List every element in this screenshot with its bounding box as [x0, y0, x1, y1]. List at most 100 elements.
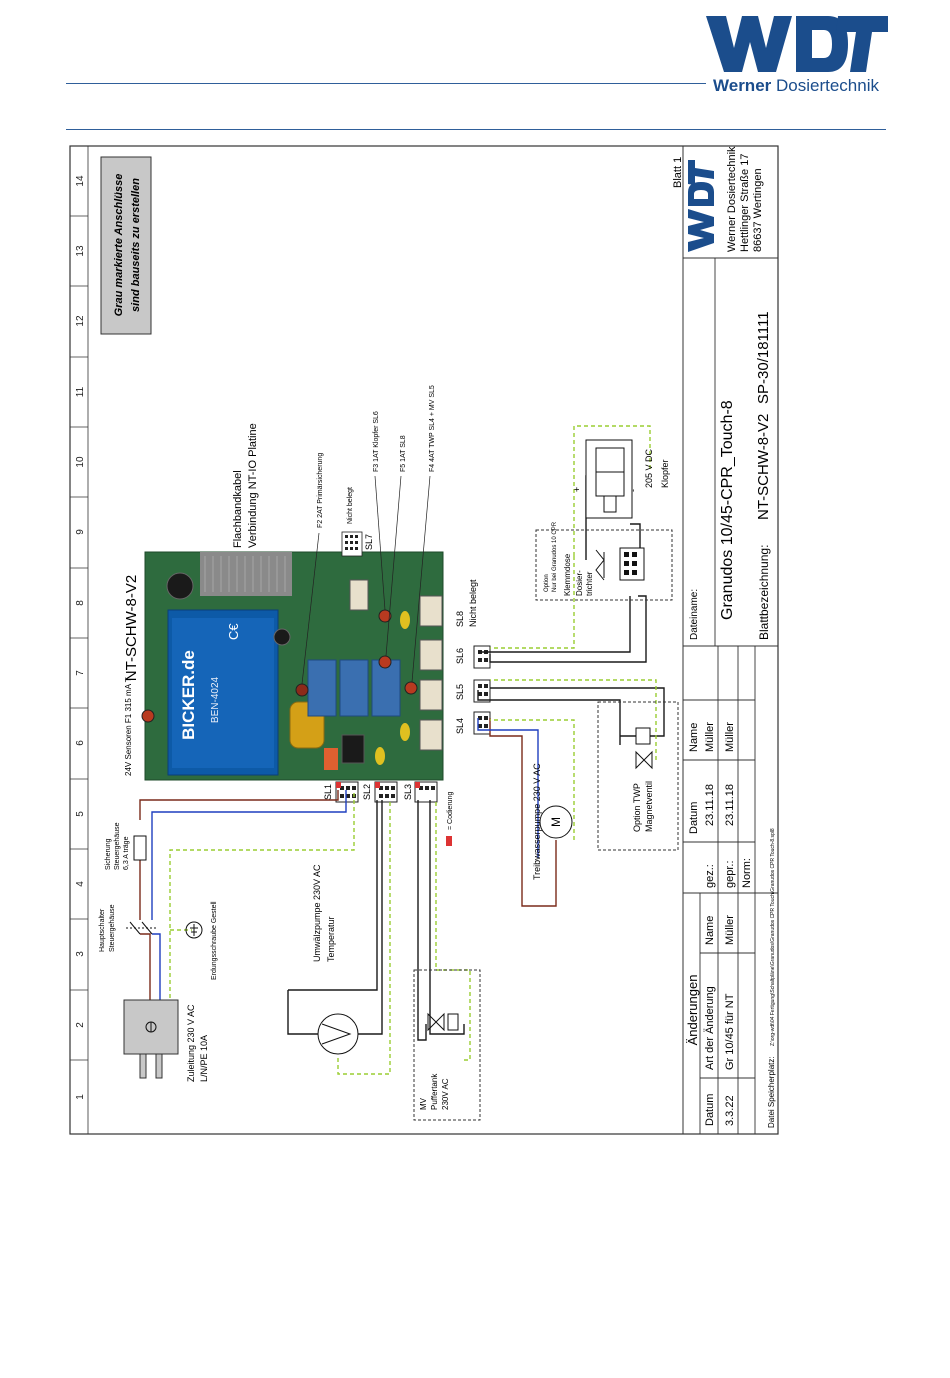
- relay: [371, 659, 401, 717]
- motor-symbol: M: [549, 817, 563, 827]
- change-kind: Gr 10/45 für NT: [724, 993, 736, 1070]
- storage-label: Datei Speicherplatz:: [767, 1056, 776, 1128]
- wdt-logo: [706, 14, 888, 96]
- changes-col-date: Datum: [704, 1094, 716, 1126]
- fuse-f1: [141, 709, 155, 723]
- header-sl7: [349, 579, 369, 611]
- mv-label-1: MV: [419, 1097, 428, 1110]
- grid-label: 14: [75, 175, 86, 187]
- header-rule-bottom: [66, 129, 886, 130]
- sl2-label: SL2: [362, 784, 372, 800]
- grid-label: 3: [75, 951, 86, 957]
- ribbon-label-2: Verbindung NT-IO Platine: [247, 423, 259, 548]
- coding-label: = Codierung: [447, 792, 454, 830]
- grid-label: 7: [75, 670, 86, 676]
- sl1-label: SL1: [323, 784, 333, 800]
- terminal-box-label: Klemmdose: [563, 553, 572, 596]
- drawn-date: 23.11.18: [704, 784, 716, 826]
- twp-label-1: Option TWP: [632, 783, 642, 832]
- supply-plug: [123, 999, 179, 1079]
- minus-sign: -: [628, 489, 638, 492]
- coding-swatch: [446, 836, 452, 846]
- fuse-f2: [295, 683, 309, 697]
- relay: [307, 659, 337, 717]
- capacitor: [166, 572, 194, 600]
- option-label-1: Option: [544, 574, 550, 592]
- supply-label-1: Zuleitung 230 V AC: [186, 1004, 196, 1082]
- approval-col-date: Datum: [688, 802, 700, 834]
- change-date: 3.3.22: [724, 1095, 736, 1126]
- brand-name: Werner Dosiertechnik: [713, 76, 879, 95]
- capacitor: [375, 747, 385, 765]
- connector-sl7: SL7 Nicht belegt: [341, 487, 374, 557]
- grid-dividers: [70, 215, 88, 1061]
- capacitor: [400, 723, 410, 741]
- header-sl3: [324, 748, 338, 770]
- storage-path: Z:\org-wdt\04 Fertigung\Schaltpläne\Gran…: [770, 828, 776, 1046]
- funnel-symbol: [595, 549, 605, 581]
- sl3-label: SL3: [403, 784, 413, 800]
- grid-label: 12: [75, 315, 86, 327]
- terminal-box-symbol: [619, 547, 645, 581]
- grid-label: 2: [75, 1022, 86, 1028]
- checked-date: 23.11.18: [724, 784, 736, 826]
- plus-sign: +: [572, 487, 582, 492]
- twp-option-box: [597, 701, 679, 851]
- grid-label: 4: [75, 881, 86, 887]
- funnel-label-2: trichter: [585, 571, 594, 596]
- checked-label: gepr.:: [724, 860, 736, 888]
- title-block: [683, 257, 778, 1134]
- funnel-option-box: [535, 529, 673, 601]
- mv-label-2: Puffertank: [430, 1073, 439, 1110]
- motive-pump-motor: M: [539, 805, 573, 839]
- ribbon-connector: [200, 552, 292, 596]
- title-block-logo: [688, 160, 714, 252]
- motive-pump-label: Treibwasserpumpe 230 V AC: [532, 763, 542, 880]
- notice-line1: Grau markierte Anschlüsse: [113, 174, 125, 317]
- board-title: NT-SCHW-8-V2: [123, 575, 140, 681]
- cabinet-fuse-symbol: [133, 835, 147, 861]
- filename-label: Dateiname:: [689, 589, 700, 640]
- grid-label: 8: [75, 600, 86, 606]
- sl8-label: SL8: [455, 611, 465, 627]
- change-name: Müller: [724, 915, 736, 945]
- main-switch-label-2: Steuergehäuse: [109, 904, 116, 952]
- grid-label: 10: [75, 456, 86, 468]
- grid-label: 5: [75, 811, 86, 817]
- norm-label: Norm:: [741, 858, 753, 888]
- main-switch-label-1: Hauptschalter: [99, 908, 106, 952]
- fuse-f1-label: 24V Sensoren F1 315 mA T: [124, 677, 133, 776]
- fuse-f5: [378, 655, 392, 669]
- grid-label: 1: [75, 1094, 86, 1100]
- circ-pump-label-1: Umwälzpumpe 230V AC: [312, 864, 322, 962]
- circuit-board: BICKER.de BEN-4024 C€: [141, 551, 444, 781]
- changes-col-kind: Art der Änderung: [704, 986, 716, 1070]
- ribbon-label-1: Flachbandkabel: [232, 470, 244, 548]
- grid-label: 11: [75, 386, 86, 397]
- notice-line2: sind bauseits zu erstellen: [130, 178, 142, 312]
- twp-valve-symbol: [635, 727, 653, 770]
- capacitor: [400, 611, 410, 629]
- twp-label-2: Magnetventil: [644, 781, 654, 832]
- mv-valve-symbol: [427, 1012, 459, 1032]
- drawn-label: gez.:: [704, 864, 716, 888]
- knocker-symbol: [585, 439, 633, 519]
- ce-mark: C€: [226, 623, 241, 640]
- circ-pump-label-2: Temperatur: [326, 916, 336, 962]
- notice-box: Grau markierte Anschlüsse sind bauseits …: [100, 156, 152, 335]
- relay: [339, 659, 369, 717]
- mv-option-box: [413, 969, 481, 1121]
- option-label-2: Nur bei Granudos 10 CPR: [552, 521, 558, 592]
- cabinet-fuse-label-2: Steuergehäuse: [114, 822, 121, 870]
- sl7-label: SL7: [364, 534, 374, 550]
- header-rule-top: [66, 83, 706, 84]
- fuse-f2-label: F2 2AT Primärsicherung: [317, 453, 324, 528]
- fuse-f4-label: F4 4AT TWP SL4 + MV SL5: [429, 385, 436, 472]
- supply-label-2: L/N/PE 10A: [199, 1035, 209, 1082]
- circulation-pump-symbol: [317, 1013, 359, 1055]
- checked-name: Müller: [724, 722, 736, 752]
- sheet-label: Blattbezeichnung:: [757, 545, 771, 640]
- sl4-label: SL4: [455, 718, 465, 734]
- fuse-f3-label: F3 1AT Klopfer SL6: [373, 411, 380, 472]
- grid-labels: 14 13 12 11 10 9 8 7 6 5 4 3 2 1: [75, 175, 86, 1100]
